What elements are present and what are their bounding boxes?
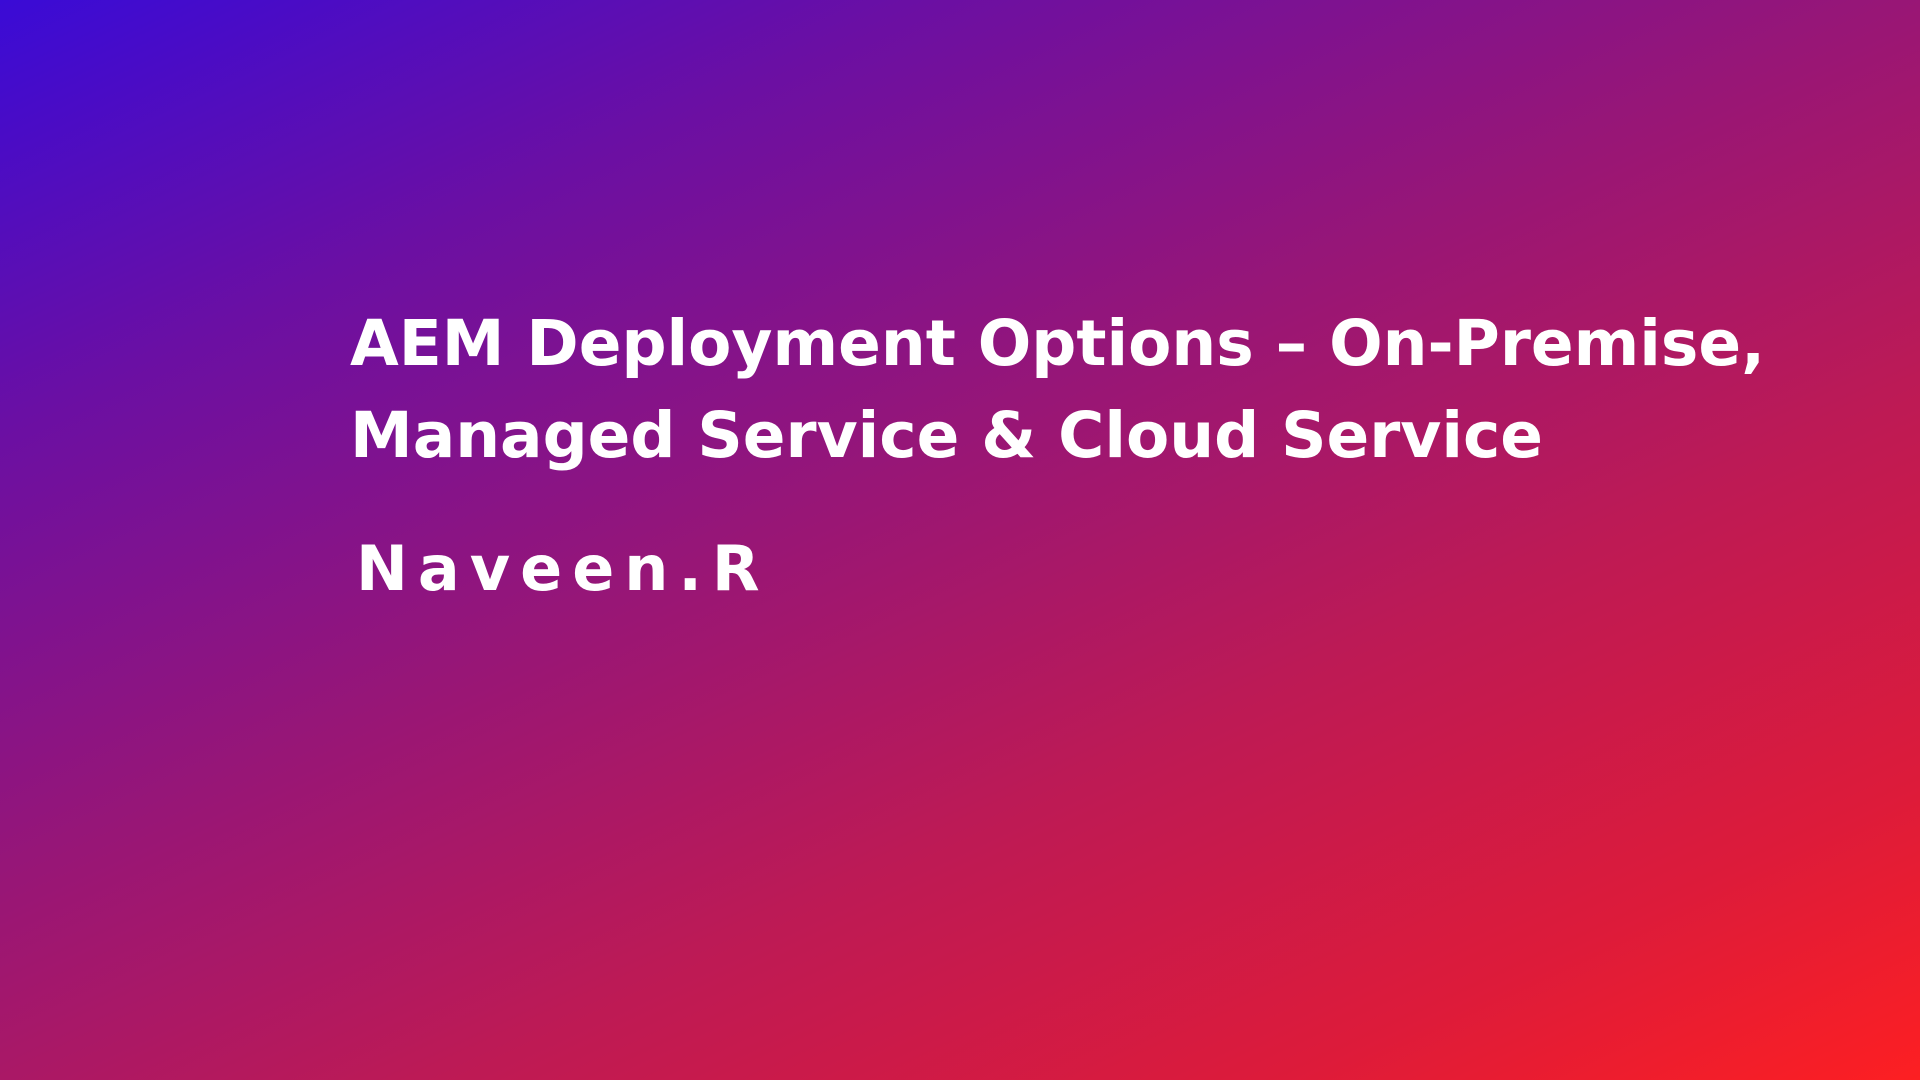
- author-name: Naveen.R: [356, 532, 770, 605]
- slide-title-line-2: Managed Service & Cloud Service: [350, 399, 1544, 472]
- slide-title-line-1: AEM Deployment Options – On-Premise,: [350, 307, 1766, 380]
